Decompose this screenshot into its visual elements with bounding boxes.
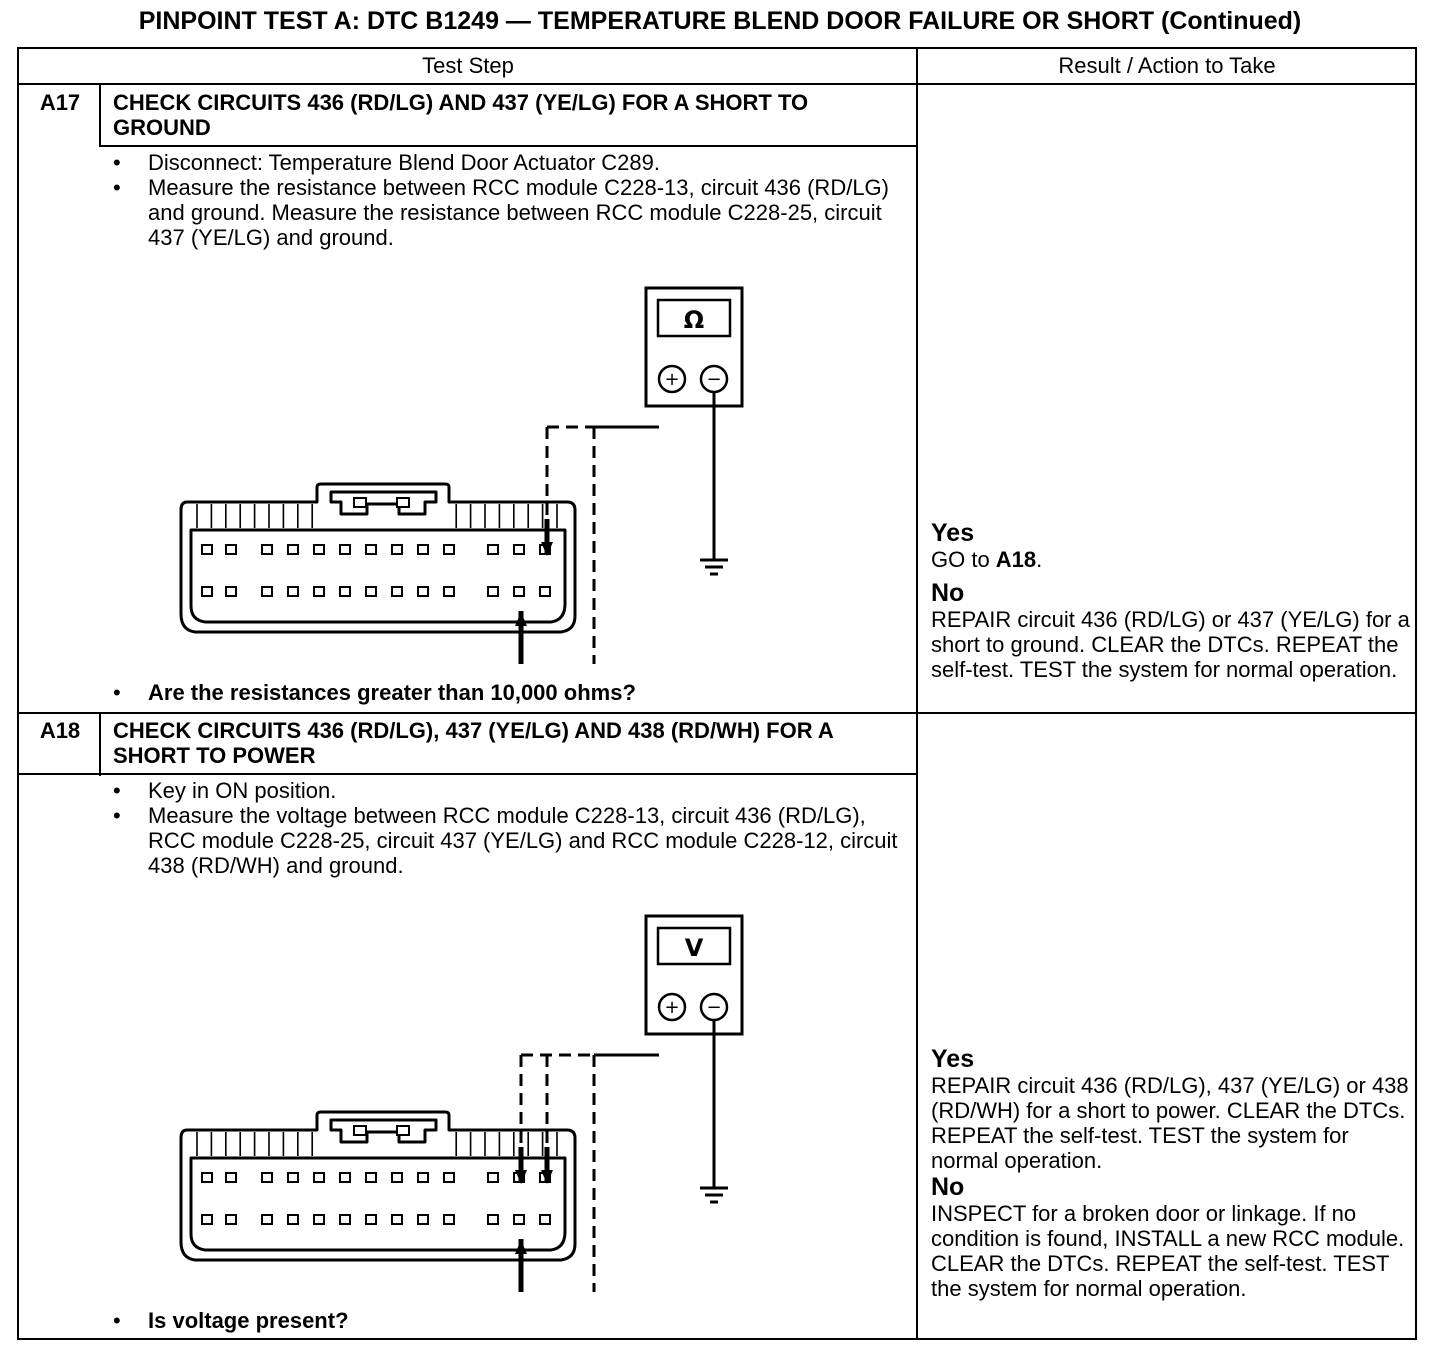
connector-pin bbox=[539, 1214, 551, 1225]
row-divider bbox=[19, 712, 1417, 714]
voltmeter-connector-diagram: V + − N0028476 bbox=[179, 914, 744, 1292]
connector-pin bbox=[287, 1214, 299, 1225]
meter-display bbox=[656, 926, 732, 966]
step-question-a18: Is voltage present? bbox=[111, 1308, 349, 1333]
connector-pin bbox=[201, 1172, 213, 1183]
page-title: PINPOINT TEST A: DTC B1249 — TEMPERATURE… bbox=[138, 7, 1302, 35]
connector-pin bbox=[417, 1172, 429, 1183]
column-header-result: Result / Action to Take bbox=[917, 49, 1417, 85]
step-id-divider bbox=[99, 714, 101, 776]
connector-pin bbox=[513, 544, 525, 555]
ohmmeter-connector-diagram: Ω + − N0028475 bbox=[179, 286, 744, 664]
result-a17: Yes GO to A18. No REPAIR circuit 436 (RD… bbox=[931, 519, 1411, 682]
step-title-rule bbox=[101, 145, 917, 147]
connector-pin bbox=[443, 544, 455, 555]
minus-sign: − bbox=[706, 369, 721, 390]
column-divider bbox=[916, 49, 918, 1340]
connector-pin bbox=[261, 1214, 273, 1225]
connector-pin bbox=[487, 1172, 499, 1183]
pinpoint-test-table: Test Step Result / Action to Take A17 CH… bbox=[17, 47, 1417, 1340]
yes-label: Yes bbox=[931, 519, 975, 547]
connector-pin bbox=[313, 1172, 325, 1183]
connector-pin bbox=[261, 586, 273, 597]
column-header-test-step: Test Step bbox=[19, 49, 917, 85]
no-text: INSPECT for a broken door or linkage. If… bbox=[931, 1201, 1405, 1301]
step-bullets-a18: Key in ON position. Measure the voltage … bbox=[111, 778, 901, 878]
connector-pin bbox=[261, 1172, 273, 1183]
no-label: No bbox=[931, 1173, 965, 1201]
connector-pin bbox=[391, 1214, 403, 1225]
connector-pin bbox=[391, 544, 403, 555]
connector-pin bbox=[287, 586, 299, 597]
connector-pin bbox=[261, 544, 273, 555]
connector-pin bbox=[487, 586, 499, 597]
connector-pin bbox=[443, 586, 455, 597]
connector-pin bbox=[225, 1214, 237, 1225]
connector-pin bbox=[391, 586, 403, 597]
plus-sign: + bbox=[664, 369, 679, 390]
list-item: Disconnect: Temperature Blend Door Actua… bbox=[111, 150, 901, 175]
plus-sign: + bbox=[664, 997, 679, 1018]
connector-pin bbox=[443, 1214, 455, 1225]
connector-pin bbox=[201, 586, 213, 597]
minus-sign: − bbox=[706, 997, 721, 1018]
connector-pin bbox=[417, 544, 429, 555]
connector-pin bbox=[365, 1214, 377, 1225]
no-label: No bbox=[931, 579, 965, 607]
step-title-a18: CHECK CIRCUITS 436 (RD/LG), 437 (YE/LG) … bbox=[113, 718, 833, 768]
connector-pin bbox=[417, 586, 429, 597]
connector-c228 bbox=[179, 1110, 577, 1262]
connector-pin bbox=[201, 1214, 213, 1225]
connector-pin bbox=[225, 544, 237, 555]
connector-pin bbox=[391, 1172, 403, 1183]
connector-pin bbox=[487, 544, 499, 555]
ohm-symbol-icon: Ω bbox=[684, 306, 704, 334]
connector-pin bbox=[443, 1172, 455, 1183]
connector-pin bbox=[339, 1172, 351, 1183]
step-id-a18: A18 bbox=[39, 718, 81, 743]
plus-terminal bbox=[657, 992, 687, 1022]
yes-label: Yes bbox=[931, 1045, 975, 1073]
connector-pin bbox=[313, 544, 325, 555]
connector-pin bbox=[487, 1214, 499, 1225]
step-title-a17: CHECK CIRCUITS 436 (RD/LG) AND 437 (YE/L… bbox=[113, 90, 809, 140]
connector-pin bbox=[513, 586, 525, 597]
volt-symbol-icon: V bbox=[685, 934, 704, 962]
step-title-rule bbox=[19, 773, 917, 775]
list-item: Key in ON position. bbox=[111, 778, 901, 803]
connector-pin bbox=[339, 544, 351, 555]
step-id-a17: A17 bbox=[39, 90, 81, 115]
list-item: Measure the voltage between RCC module C… bbox=[111, 803, 901, 878]
connector-pin bbox=[313, 1214, 325, 1225]
meter-display bbox=[656, 298, 732, 338]
connector-pin bbox=[365, 544, 377, 555]
connector-pin bbox=[365, 1172, 377, 1183]
connector-pin bbox=[339, 1214, 351, 1225]
connector-pin bbox=[417, 1214, 429, 1225]
connector-pin bbox=[287, 544, 299, 555]
step-question-a17: Are the resistances greater than 10,000 … bbox=[111, 680, 636, 705]
connector-c228 bbox=[179, 482, 577, 634]
no-text: REPAIR circuit 436 (RD/LG) or 437 (YE/LG… bbox=[931, 607, 1410, 682]
connector-pin bbox=[539, 586, 551, 597]
yes-text: REPAIR circuit 436 (RD/LG), 437 (YE/LG) … bbox=[931, 1073, 1409, 1173]
connector-pin bbox=[225, 586, 237, 597]
connector-pin bbox=[365, 586, 377, 597]
result-a18: Yes REPAIR circuit 436 (RD/LG), 437 (YE/… bbox=[931, 1045, 1411, 1301]
connector-pin bbox=[513, 1214, 525, 1225]
connector-pin bbox=[287, 1172, 299, 1183]
connector-pin bbox=[339, 586, 351, 597]
list-item: Measure the resistance between RCC modul… bbox=[111, 175, 901, 250]
step-id-divider bbox=[99, 85, 101, 147]
connector-pin bbox=[313, 586, 325, 597]
connector-pin bbox=[201, 544, 213, 555]
step-bullets-a17: Disconnect: Temperature Blend Door Actua… bbox=[111, 150, 901, 250]
connector-pin bbox=[225, 1172, 237, 1183]
yes-text: GO to A18. bbox=[931, 547, 1043, 572]
plus-terminal bbox=[657, 364, 687, 394]
